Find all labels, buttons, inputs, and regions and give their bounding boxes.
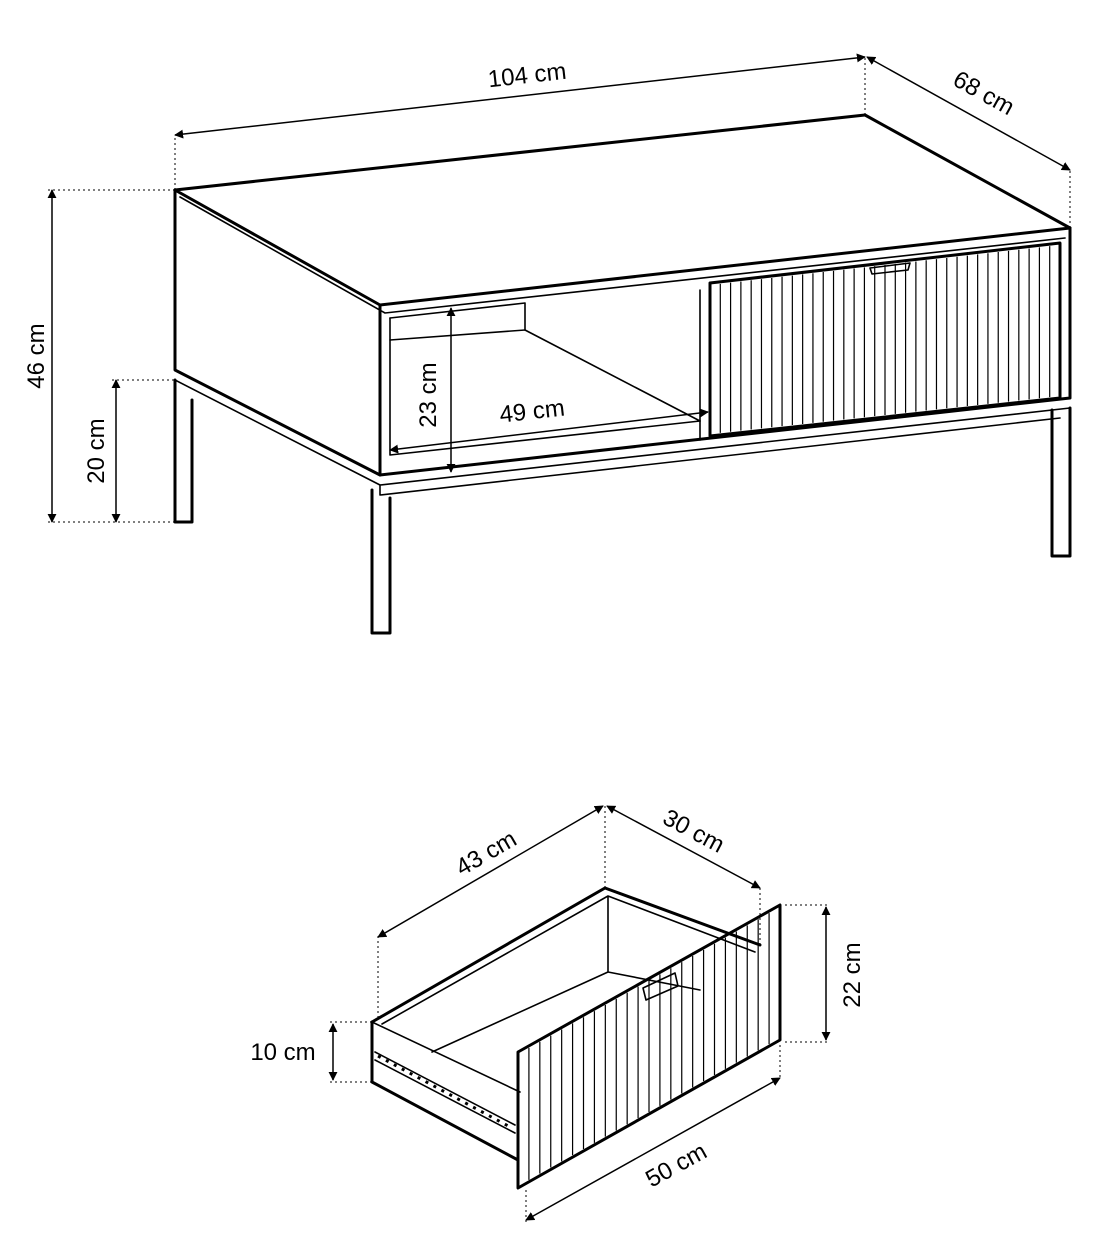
table-top-edge <box>179 196 1066 314</box>
table-drawer-front <box>708 241 1062 438</box>
front-height-label: 22 cm <box>839 942 866 1007</box>
drawer-left-side <box>370 1020 520 1162</box>
drawer-left-side-top <box>371 1021 521 1093</box>
drawer-handle-slot <box>642 972 679 1001</box>
drawer-handle <box>869 262 911 275</box>
table-legs <box>173 378 1072 635</box>
drawer-width-label: 30 cm <box>658 804 728 859</box>
front-width-dimension-line <box>525 1077 781 1221</box>
depth-dimension-line <box>866 56 1071 171</box>
height-label: 46 cm <box>23 323 50 388</box>
front-width-label: 50 cm <box>641 1138 711 1193</box>
base-frame <box>174 379 1071 496</box>
drawer-box-inner <box>381 895 756 1053</box>
drawer-front-panel <box>516 903 782 1190</box>
side-height-label: 10 cm <box>250 1039 315 1066</box>
leg-height-label: 20 cm <box>83 418 110 483</box>
open-shelf <box>389 289 701 456</box>
drawer-slide-rail <box>374 1051 516 1134</box>
shelf-height-label: 23 cm <box>415 362 442 427</box>
drawer-width-dimension-line <box>606 805 761 889</box>
drawer <box>370 886 782 1190</box>
table-body-left <box>173 188 382 477</box>
coffee-table <box>173 113 1072 635</box>
width-dimension-line <box>174 53 866 139</box>
drawer-depth-dimension-line <box>377 805 604 938</box>
shelf-width-dimension-line <box>389 408 709 454</box>
shelf-width-label: 49 cm <box>498 394 566 428</box>
width-label: 104 cm <box>487 58 568 94</box>
table-dimensions <box>47 53 1071 523</box>
table-top-surface <box>173 113 1072 307</box>
drawer-box-rim <box>370 886 762 1024</box>
drawer-dimensions <box>328 805 831 1222</box>
depth-label: 68 cm <box>949 66 1019 121</box>
